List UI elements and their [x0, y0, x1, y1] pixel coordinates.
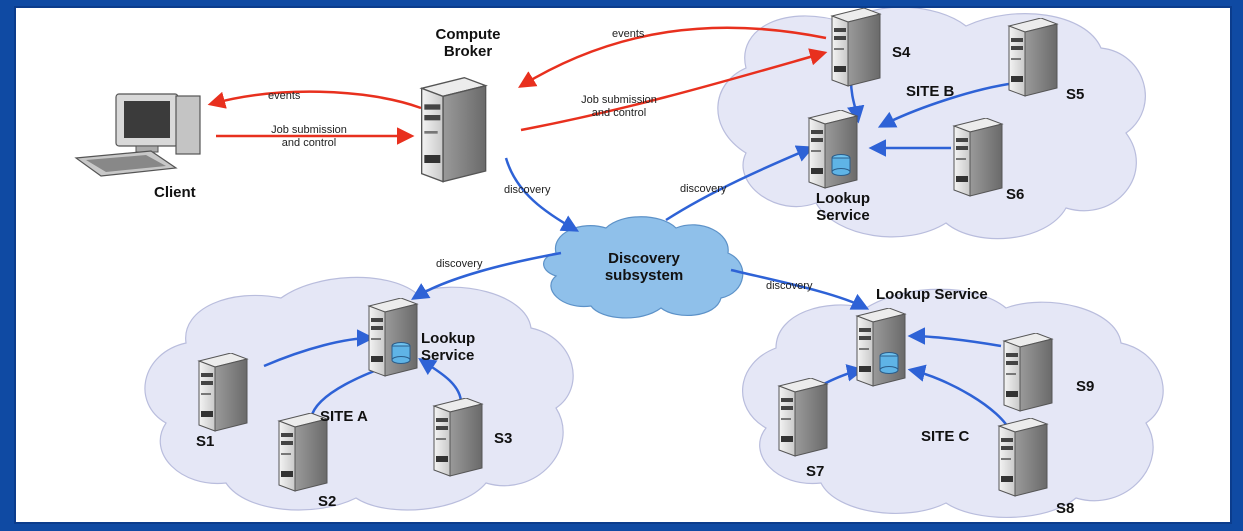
job-submission-client-line1: Job submission: [271, 124, 347, 136]
client-label: Client: [154, 184, 196, 201]
lookup-a-line1: Lookup: [421, 330, 476, 347]
discovery-subsystem-label: Discovery subsystem: [594, 250, 694, 284]
site-c-cloud: [742, 288, 1164, 519]
lookup-b-line2: Service: [816, 207, 870, 224]
discovery-broker-label: discovery: [504, 184, 551, 196]
site-b-label: SITE B: [906, 83, 955, 100]
s3-label: S3: [494, 430, 513, 447]
s9-label: S9: [1076, 378, 1095, 395]
events-client-label: events: [268, 90, 301, 102]
compute-broker-label: Compute Broker: [428, 26, 508, 60]
compute-broker-label-line2: Broker: [443, 43, 493, 60]
events-site-b-label: events: [612, 28, 645, 40]
s6-label: S6: [1006, 186, 1025, 203]
lookup-b-server-icon: [809, 110, 857, 188]
lookup-b-label: Lookup Service: [803, 190, 883, 224]
discovery-subsystem-line2: subsystem: [604, 267, 684, 284]
job-submission-client-label: Job submission and control: [254, 124, 364, 150]
job-submission-broker-label: Job submission and control: [564, 94, 674, 120]
architecture-diagram: [74, 8, 1164, 519]
compute-broker-server-icon: [420, 76, 487, 183]
lookup-c-server-icon: [857, 308, 905, 386]
server-s9-icon: [1003, 333, 1053, 412]
s7-label: S7: [806, 463, 825, 480]
lookup-a-label: Lookup Service: [421, 330, 475, 364]
red-arrows: [207, 26, 828, 145]
job-submission-client-line2: and control: [281, 137, 337, 149]
s4-label: S4: [892, 44, 911, 61]
site-a-label: SITE A: [320, 408, 368, 425]
server-s3-icon: [433, 398, 483, 477]
discovery-subsystem-line1: Discovery: [608, 250, 680, 267]
server-s1-icon: [198, 353, 248, 432]
site-c-label: SITE C: [921, 428, 970, 445]
discovery-cloud: [543, 216, 744, 319]
s8-label: S8: [1056, 500, 1075, 517]
discovery-site-c-label: discovery: [766, 280, 813, 292]
server-s8-icon: [998, 418, 1048, 497]
lookup-b-line1: Lookup: [815, 190, 871, 207]
s2-label: S2: [318, 493, 337, 510]
server-s7-icon: [778, 378, 828, 457]
s5-label: S5: [1066, 86, 1085, 103]
discovery-site-a-label: discovery: [436, 258, 483, 270]
server-s5-icon: [1008, 18, 1058, 97]
lookup-c-label: Lookup Service: [876, 286, 988, 303]
lookup-a-server-icon: [369, 298, 417, 376]
lookup-a-line2: Service: [421, 347, 475, 364]
server-s4-icon: [831, 8, 881, 87]
compute-broker-label-line1: Compute: [435, 26, 501, 43]
client-computer-icon: [74, 93, 201, 177]
diagram-frame: Compute Broker Client Discovery subsyste…: [14, 6, 1232, 524]
job-submission-broker-line1: Job submission: [581, 94, 657, 106]
server-s6-icon: [953, 118, 1003, 197]
discovery-site-b-label: discovery: [680, 183, 727, 195]
job-submission-broker-line2: and control: [591, 107, 647, 119]
s1-label: S1: [196, 433, 215, 450]
site-b-cloud: [717, 8, 1146, 240]
